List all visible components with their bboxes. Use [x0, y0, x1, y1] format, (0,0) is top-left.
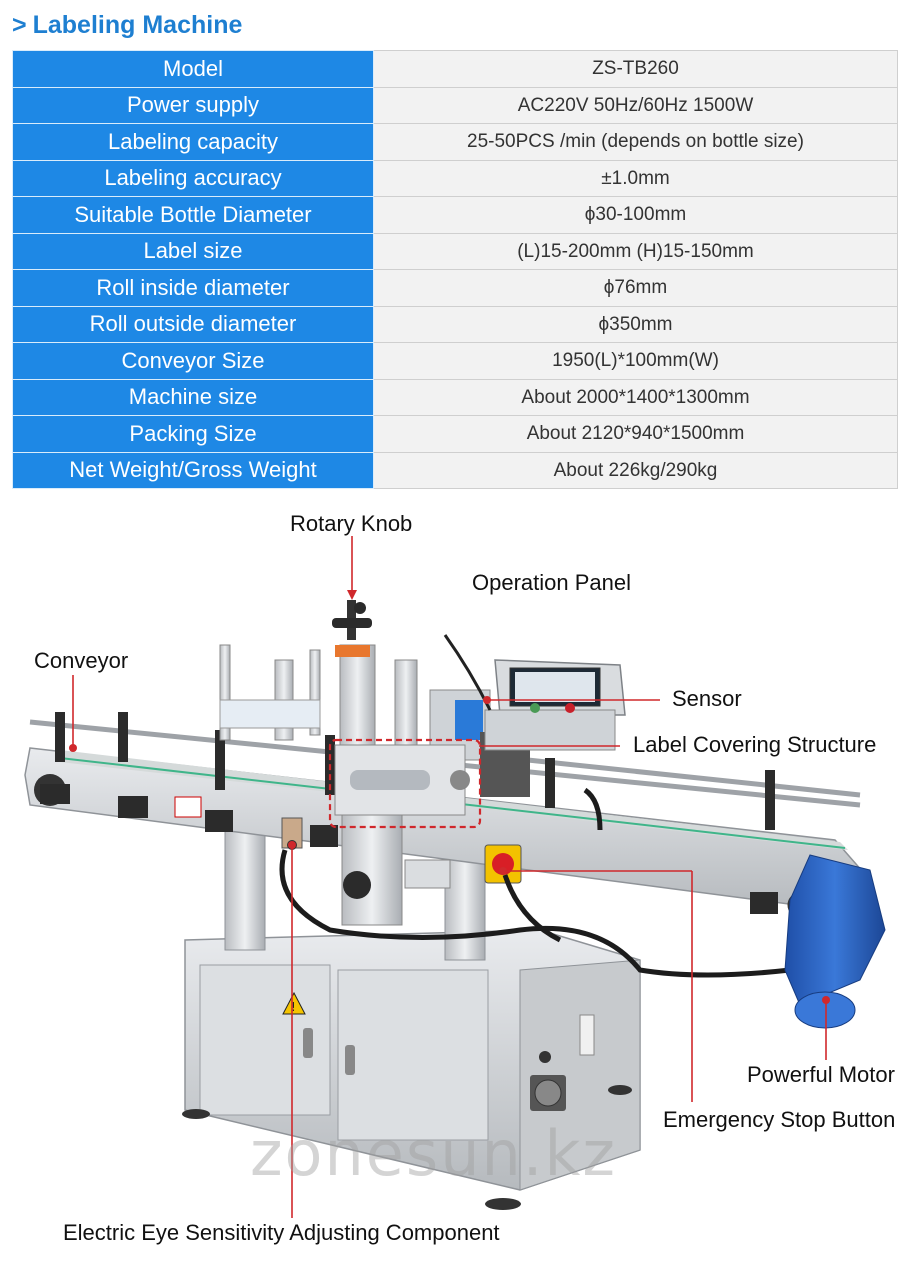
spec-value: 1950(L)*100mm(W): [373, 342, 898, 380]
spec-label: Packing Size: [12, 415, 374, 453]
spec-label: Labeling capacity: [12, 123, 374, 161]
support-column: [224, 819, 266, 951]
spec-value: (L)15-200mm (H)15-150mm: [373, 232, 898, 270]
callout-rotary-knob: Rotary Knob: [290, 511, 413, 536]
callout-powerful-motor: Powerful Motor: [747, 1062, 895, 1087]
spec-value: About 226kg/290kg: [373, 451, 898, 489]
chevron-right-icon: >: [12, 11, 27, 39]
callout-operation-panel: Operation Panel: [472, 570, 631, 595]
spec-label: Net Weight/Gross Weight: [12, 451, 374, 489]
spec-label: Model: [12, 50, 374, 88]
spec-value: 25-50PCS /min (depends on bottle size): [373, 123, 898, 161]
callout-electric-eye: Electric Eye Sensitivity Adjusting Compo…: [63, 1220, 500, 1245]
machine-diagram: !: [0, 500, 911, 1280]
spec-label: Roll inside diameter: [12, 269, 374, 307]
callout-lines: [69, 536, 830, 1218]
spec-label: Conveyor Size: [12, 342, 374, 380]
labeling-machine-illustration: !: [24, 536, 886, 1218]
spec-label: Machine size: [12, 378, 374, 416]
cable: [502, 874, 562, 943]
callout-emergency-stop-button: Emergency Stop Button: [663, 1107, 896, 1132]
spec-label: Labeling accuracy: [12, 159, 374, 197]
spec-value: ϕ350mm: [373, 305, 898, 343]
spec-value: ZS-TB260: [373, 50, 898, 88]
operation-panel: [443, 634, 626, 751]
spec-value: ±1.0mm: [373, 159, 898, 197]
emergency-stop-button-drawing: [484, 844, 522, 884]
spec-label: Suitable Bottle Diameter: [12, 196, 374, 234]
label-covering-structure: [334, 744, 470, 926]
page-title: >Labeling Machine: [12, 8, 242, 42]
table-row: Labeling accuracy±1.0mm: [12, 159, 898, 197]
spec-value: About 2000*1400*1300mm: [373, 378, 898, 416]
callout-conveyor: Conveyor: [34, 648, 129, 673]
callout-sensor: Sensor: [672, 686, 742, 711]
page-title-text: Labeling Machine: [32, 11, 243, 39]
callout-label-covering-structure: Label Covering Structure: [633, 732, 877, 757]
powerful-motor-drawing: [784, 854, 886, 1029]
cable: [583, 787, 603, 831]
svg-text:!: !: [291, 1000, 296, 1014]
spec-value: About 2120*940*1500mm: [373, 415, 898, 453]
spec-label: Roll outside diameter: [12, 305, 374, 343]
table-row: Label size(L)15-200mm (H)15-150mm: [12, 232, 898, 270]
spec-value: ϕ30-100mm: [373, 196, 898, 234]
cable: [279, 849, 791, 978]
spec-label: Power supply: [12, 86, 374, 124]
rotary-knob: [332, 600, 372, 657]
spec-value: AC220V 50Hz/60Hz 1500W: [373, 86, 898, 124]
watermark: zonesun.kz: [250, 1117, 617, 1190]
spec-label: Label size: [12, 232, 374, 270]
machine-feet: [182, 1085, 632, 1210]
cabinet: !: [184, 929, 641, 1191]
spec-value: ϕ76mm: [373, 269, 898, 307]
